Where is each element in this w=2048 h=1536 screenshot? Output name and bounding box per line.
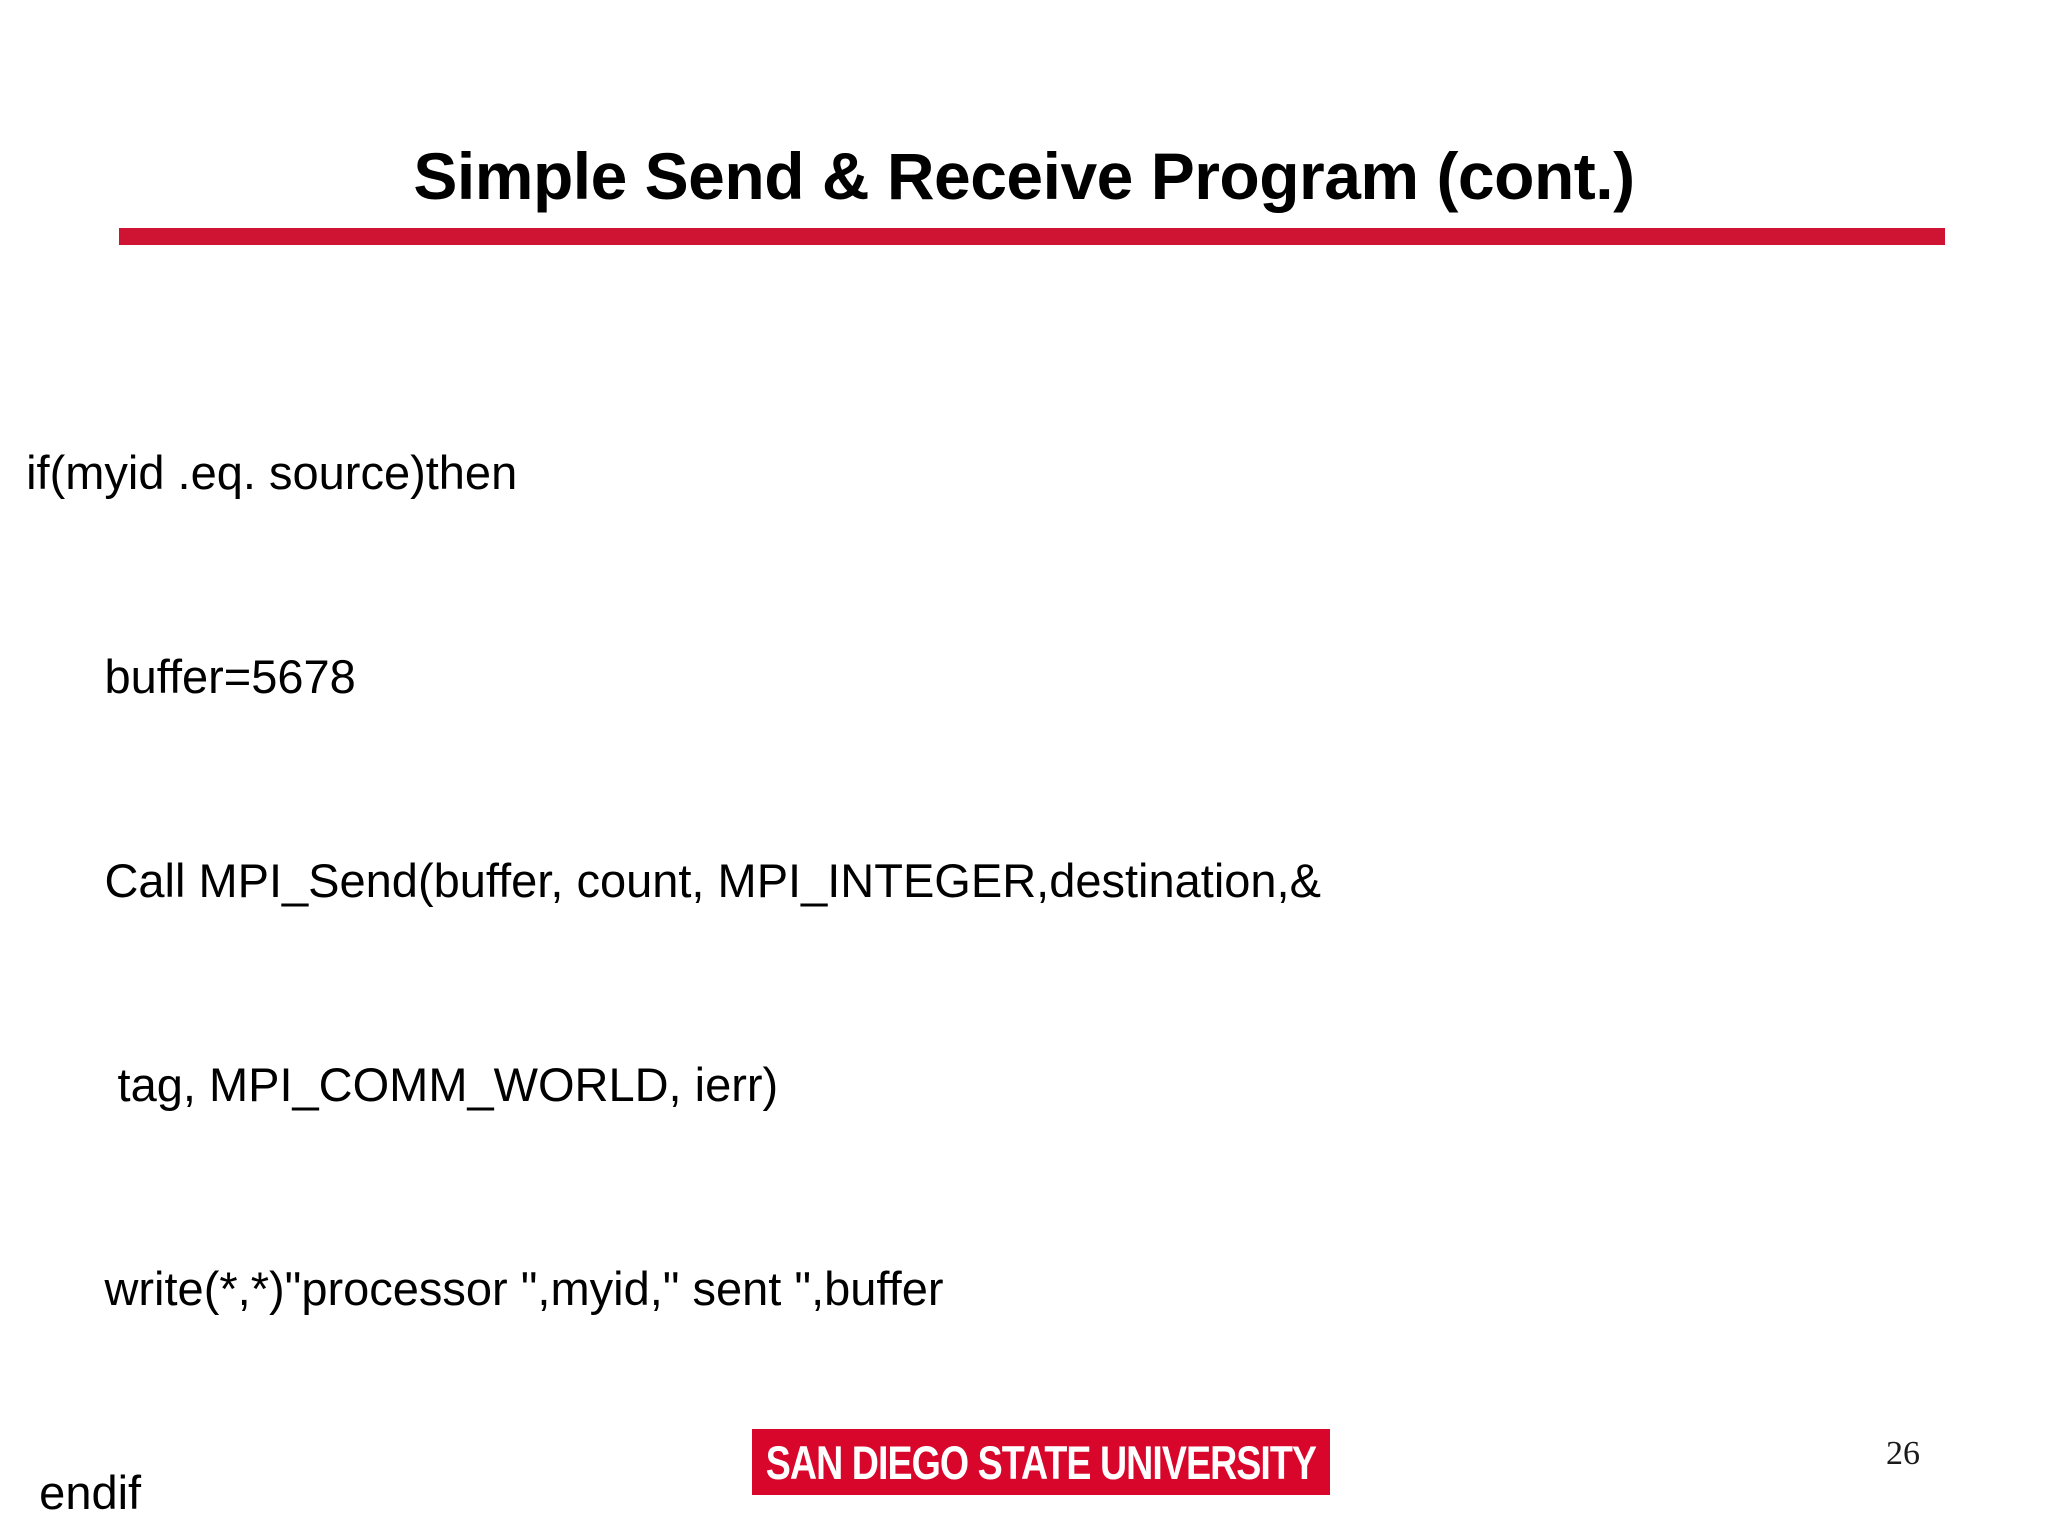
code-listing: if(myid .eq. source)then buffer=5678 Cal…	[0, 303, 2048, 1536]
code-line: endif	[0, 1466, 142, 1519]
code-line: buffer=5678	[0, 650, 356, 703]
code-line: write(*,*)"processor ",myid," sent ",buf…	[0, 1262, 944, 1315]
code-line: Call MPI_Send(buffer, count, MPI_INTEGER…	[0, 854, 1321, 907]
title-divider-rule	[119, 228, 1945, 245]
sdsu-logo: SAN DIEGO STATE UNIVERSITY	[752, 1429, 1330, 1495]
page-number: 26	[1886, 1435, 1920, 1472]
code-line: if(myid .eq. source)then	[0, 446, 518, 499]
sdsu-logo-text: SAN DIEGO STATE UNIVERSITY	[765, 1435, 1317, 1489]
code-line: tag, MPI_COMM_WORLD, ierr)	[0, 1058, 779, 1111]
page-title: Simple Send & Receive Program (cont.)	[413, 139, 1635, 214]
